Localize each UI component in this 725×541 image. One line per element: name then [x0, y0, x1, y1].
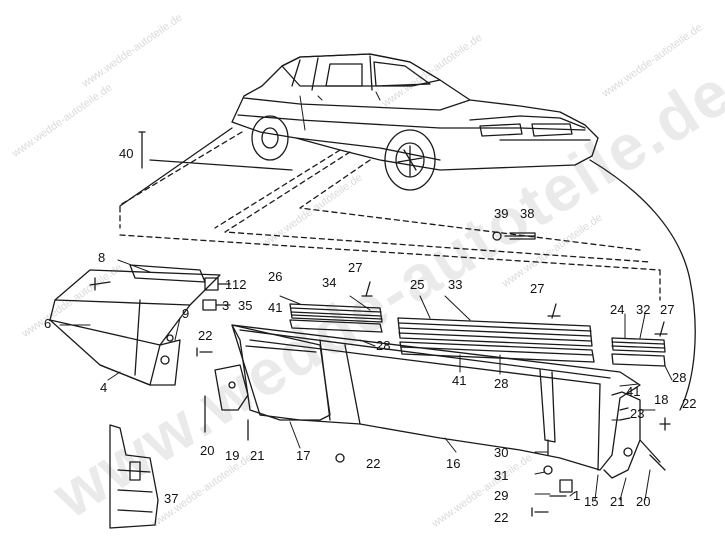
part-label-20: 20: [200, 443, 214, 458]
clip-part-12: [204, 277, 231, 291]
mud-flap-part-17: [231, 324, 331, 421]
part-label-6: 6: [44, 316, 51, 331]
part-label-31: 31: [494, 468, 508, 483]
part-label-19: 19: [225, 448, 239, 463]
fastener-stack-part-29-31: [543, 439, 573, 497]
part-label-4: 4: [100, 380, 107, 395]
part-label-24: 24: [610, 302, 624, 317]
leader-lines: [59, 259, 673, 501]
trim-strip-part-24: [611, 337, 666, 367]
part-label-8: 8: [98, 250, 105, 265]
mud-guard-part-37: [109, 424, 159, 529]
part-label-21: 21: [610, 494, 624, 509]
part-label-28: 28: [376, 338, 390, 353]
part-label-38: 38: [520, 206, 534, 221]
part-label-40: 40: [119, 146, 133, 161]
part-label-1: 1: [225, 277, 232, 292]
part-label-41: 41: [452, 373, 466, 388]
part-label-27: 27: [348, 260, 362, 275]
reference-lines: [119, 131, 661, 301]
part-label-22: 22: [682, 396, 696, 411]
part-label-23: 23: [630, 406, 644, 421]
bolt-part-22: [196, 347, 671, 517]
sill-panel-part-16: [231, 324, 641, 471]
part-label-37: 37: [164, 491, 178, 506]
bolt-part-40: [138, 131, 293, 171]
part-label-16: 16: [446, 456, 460, 471]
trim-strip-part-26: [289, 303, 383, 333]
part-label-27: 27: [660, 302, 674, 317]
part-label-41: 41: [626, 384, 640, 399]
part-label-27: 27: [530, 281, 544, 296]
part-label-22: 22: [366, 456, 380, 471]
part-label-28: 28: [494, 376, 508, 391]
part-label-29: 29: [494, 488, 508, 503]
part-label-15: 15: [584, 494, 598, 509]
part-label-41: 41: [268, 300, 282, 315]
part-label-1: 1: [573, 488, 580, 503]
part-label-21: 21: [250, 448, 264, 463]
fastener-part-38-39: [492, 231, 536, 241]
part-label-32: 32: [636, 302, 650, 317]
leader-line: [119, 127, 233, 207]
part-label-39: 39: [494, 206, 508, 221]
rear-flap-part-15: [603, 391, 666, 479]
part-label-9: 9: [182, 306, 189, 321]
plate-part-19: [204, 364, 249, 441]
part-label-20: 20: [636, 494, 650, 509]
part-label-34: 34: [322, 275, 336, 290]
part-label-17: 17: [296, 448, 310, 463]
part-label-25: 25: [410, 277, 424, 292]
trim-strip-part-25: [397, 317, 595, 363]
part-label-22: 22: [494, 510, 508, 525]
part-label-12: 12: [232, 277, 246, 292]
part-label-33: 33: [448, 277, 462, 292]
part-labels: 40 39 38 8 1 12 27 26 34 25 33 27 24 32 …: [44, 146, 696, 525]
screw-part-27: [361, 281, 668, 337]
part-label-22: 22: [198, 328, 212, 343]
part-label-26: 26: [268, 269, 282, 284]
part-label-28: 28: [672, 370, 686, 385]
part-label-18: 18: [654, 392, 668, 407]
clip-part-35: [202, 299, 231, 311]
part-label-30: 30: [494, 445, 508, 460]
part-label-3: 3: [222, 298, 229, 313]
part-label-35: 35: [238, 298, 252, 313]
car-illustration: [231, 53, 696, 411]
